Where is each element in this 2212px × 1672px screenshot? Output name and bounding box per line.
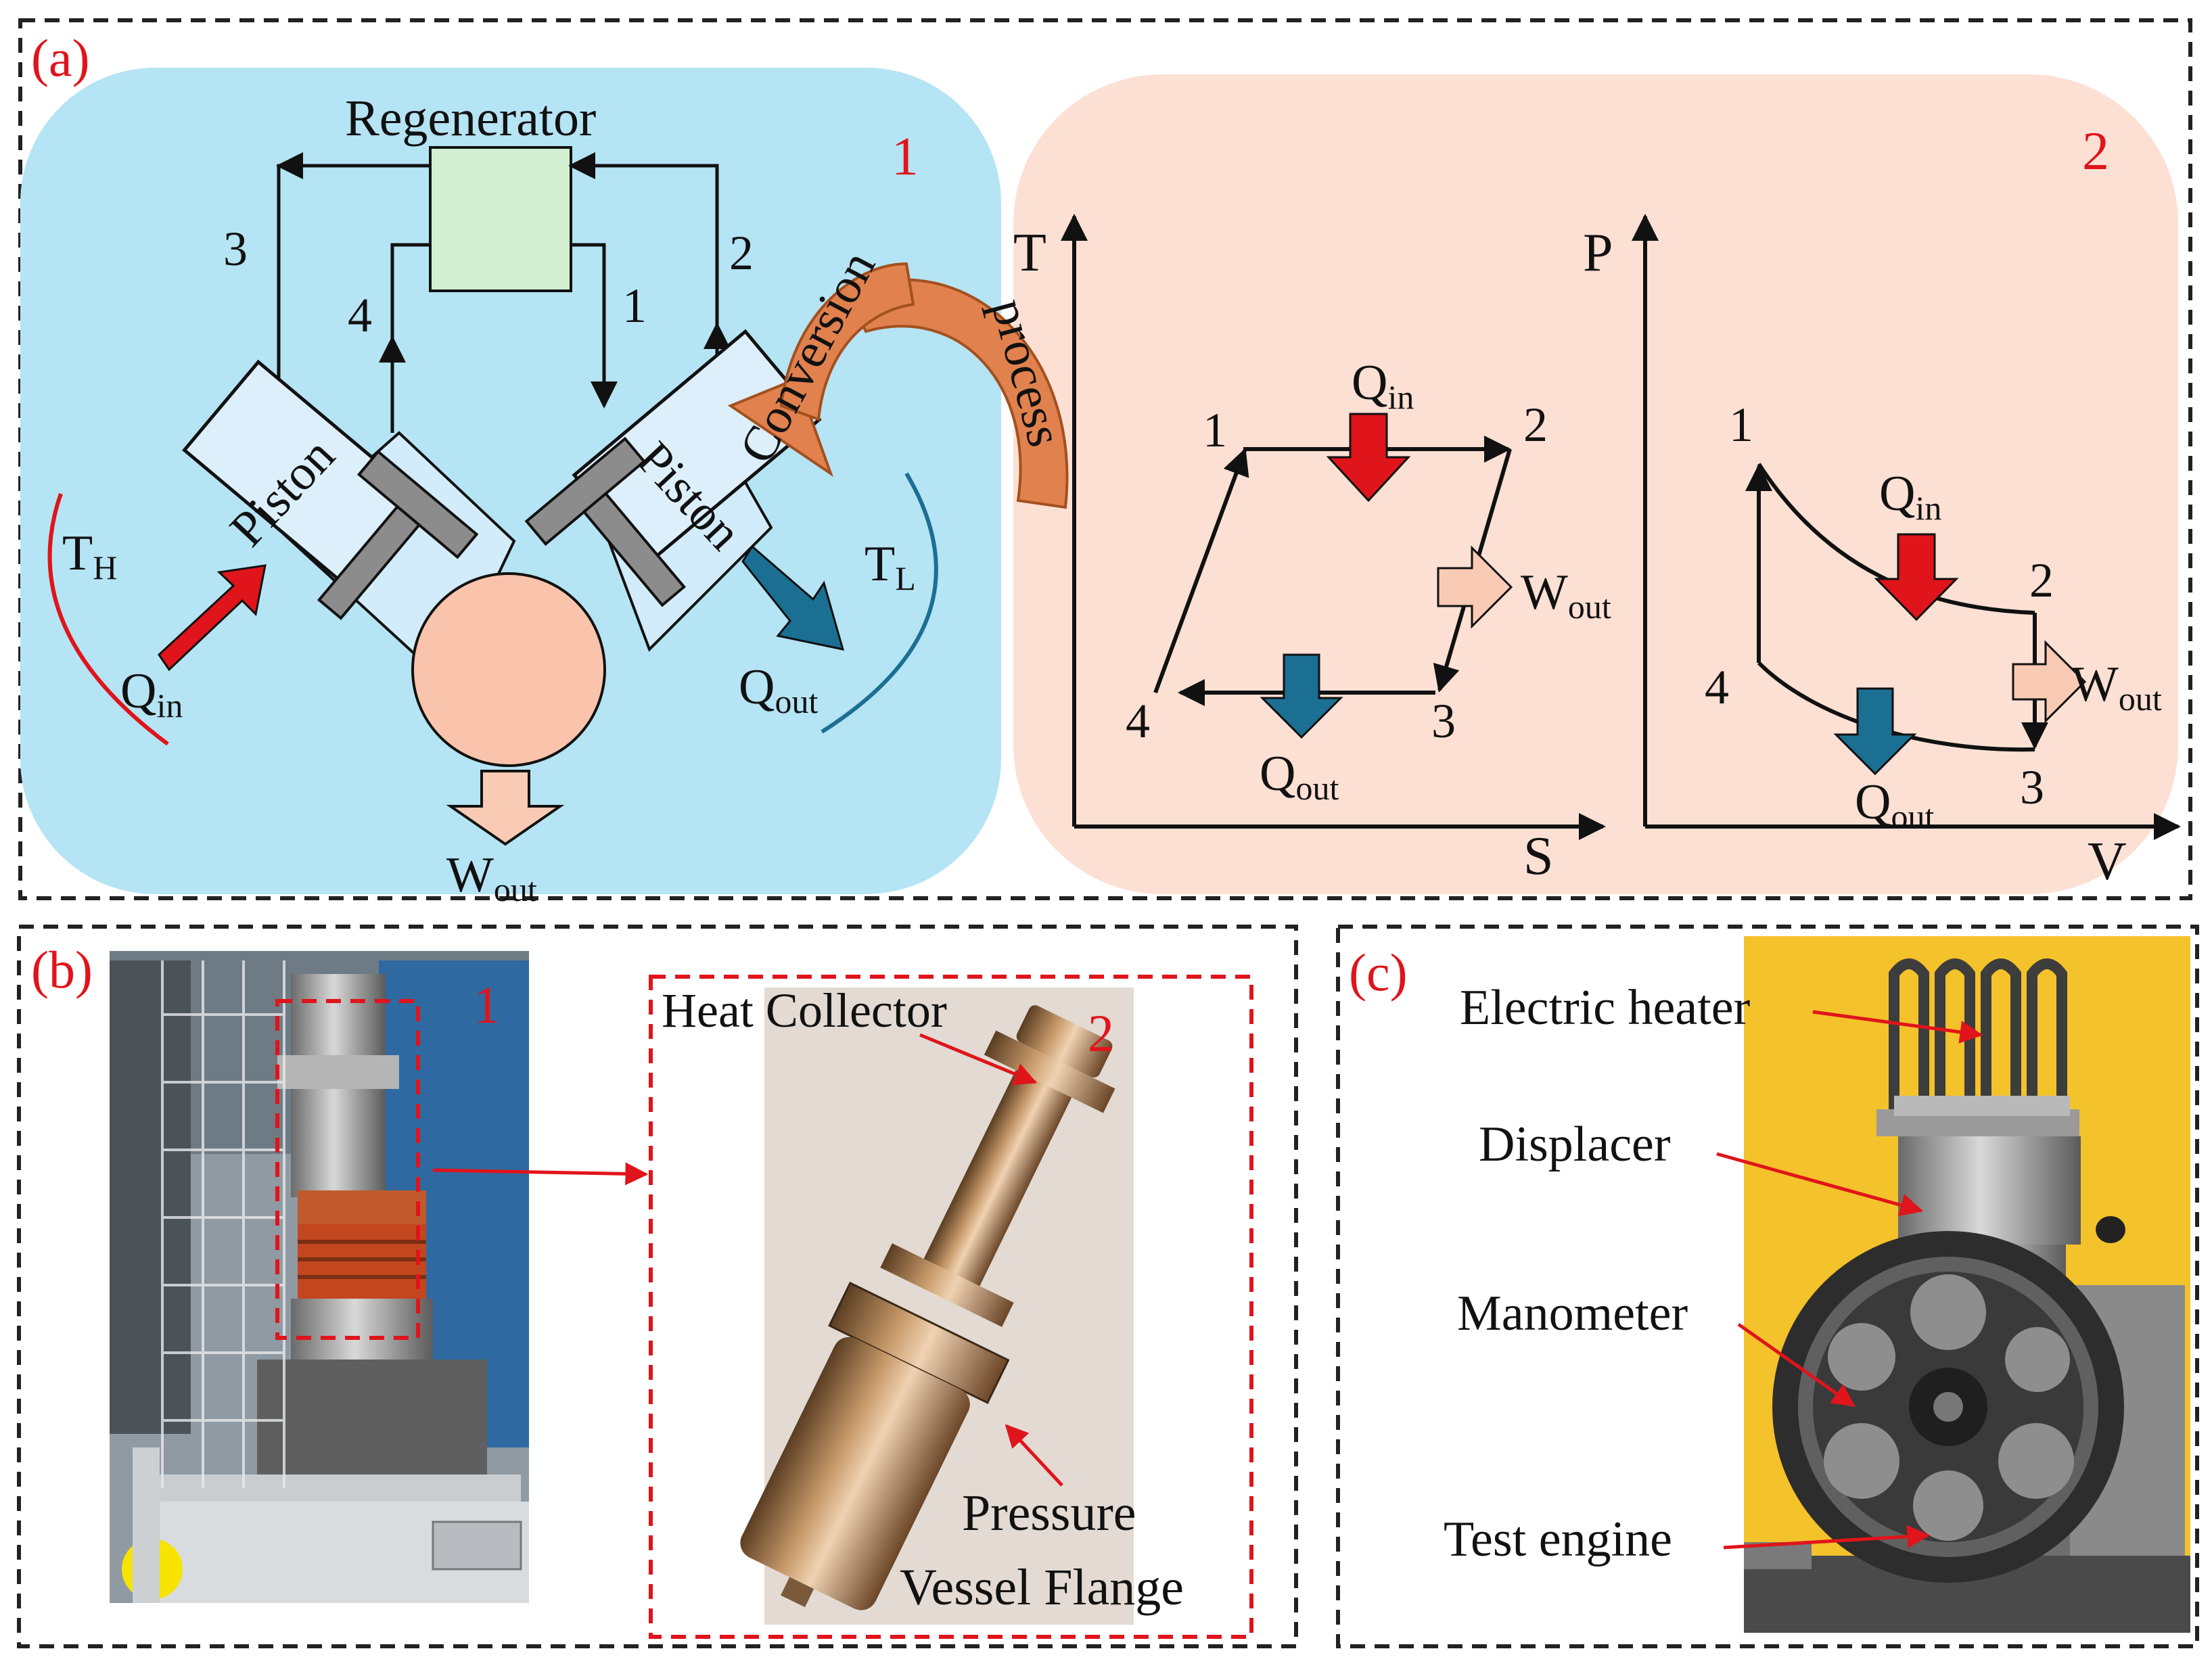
flow-label-3: 3 bbox=[223, 222, 248, 276]
cycle-diagram-background bbox=[1013, 74, 2178, 894]
heat-collector-photo bbox=[740, 988, 1134, 1625]
test-engine-pointer bbox=[1723, 1525, 1931, 1550]
flow-label-1: 1 bbox=[622, 279, 647, 333]
ts-process-4-1 bbox=[1153, 448, 1249, 694]
right-piston-rod bbox=[524, 436, 687, 607]
displacer-label: Displacer bbox=[1479, 1117, 1671, 1172]
conversion-arrowhead bbox=[727, 377, 833, 478]
zoom-box bbox=[649, 975, 1253, 1639]
ts-point-4: 4 bbox=[1126, 694, 1150, 748]
pressure-label-line1: Pressure bbox=[962, 1485, 1136, 1541]
manometer-label: Manometer bbox=[1457, 1286, 1688, 1341]
zoom-arrow bbox=[432, 1162, 649, 1186]
ts-q-out-label: Qout bbox=[1260, 746, 1339, 807]
pv-point-4: 4 bbox=[1705, 660, 1729, 714]
ts-w-out-arrow bbox=[1437, 545, 1513, 629]
q-out-label: Qout bbox=[739, 659, 818, 720]
panel-b-tag: (b) bbox=[31, 940, 93, 999]
pv-y-label: P bbox=[1583, 223, 1613, 283]
panel-a-tag: (a) bbox=[31, 28, 90, 87]
pressure-flange-pointer bbox=[1005, 1424, 1063, 1487]
zoom-number: 2 bbox=[1088, 1004, 1114, 1063]
left-piston-rod bbox=[317, 449, 479, 620]
pv-x-label: V bbox=[2088, 832, 2127, 891]
electric-heater-label: Electric heater bbox=[1460, 980, 1750, 1036]
ts-y-label: T bbox=[1013, 223, 1046, 283]
test-engine-label: Test engine bbox=[1444, 1512, 1672, 1567]
flow-line-1 bbox=[571, 243, 618, 409]
schematic-number: 1 bbox=[892, 127, 919, 187]
heat-collector-label: Heat Collector bbox=[662, 983, 947, 1038]
pv-q-out-arrow bbox=[1833, 687, 1917, 776]
panel-b-frame bbox=[17, 925, 1298, 1648]
panel-c-tag: (c) bbox=[1349, 943, 1408, 1002]
engine-photo bbox=[1744, 936, 2190, 1633]
ts-point-2: 2 bbox=[1523, 398, 1548, 452]
diagram-number: 2 bbox=[2082, 122, 2109, 181]
regenerator-box bbox=[429, 146, 572, 292]
pressure-label-line2: Vessel Flange bbox=[900, 1559, 1184, 1616]
ts-q-out-arrow bbox=[1260, 653, 1343, 739]
q-in-arrow bbox=[158, 564, 267, 672]
pv-q-out-label: Qout bbox=[1855, 774, 1934, 835]
ts-x-label: S bbox=[1523, 827, 1554, 886]
schematic-background bbox=[20, 68, 1001, 894]
cold-reservoir-arc bbox=[821, 472, 938, 734]
w-out-arrow bbox=[446, 770, 565, 846]
displacer-pointer bbox=[1716, 1152, 1924, 1217]
manometer-pointer bbox=[1737, 1322, 1856, 1408]
q-out-arrow bbox=[741, 544, 845, 651]
flow-label-4: 4 bbox=[348, 288, 372, 342]
pv-process-1-2 bbox=[1757, 463, 2035, 615]
test-rig-photo bbox=[110, 951, 529, 1603]
flow-label-2: 2 bbox=[729, 226, 754, 280]
q-in-label: Qin bbox=[120, 664, 183, 724]
rig-highlight-box bbox=[275, 999, 420, 1340]
electric-heater-pointer bbox=[1812, 1010, 1983, 1044]
panel-c: (c) bbox=[1336, 925, 2199, 1648]
conversion-arrow-shaft bbox=[779, 262, 915, 421]
panel-a: (a) 1 2 Regenerator 3 4 1 2 Piston bbox=[18, 18, 2192, 908]
rig-number: 1 bbox=[474, 975, 500, 1034]
pv-point-3: 3 bbox=[2020, 760, 2044, 814]
pv-w-out-label: Wout bbox=[2071, 657, 2162, 718]
flywheel bbox=[411, 572, 606, 767]
hot-reservoir-arc bbox=[47, 493, 169, 746]
panel-b: (b) bbox=[17, 925, 1298, 1648]
pv-q-in-arrow bbox=[1874, 533, 1959, 622]
ts-q-in-label: Qin bbox=[1352, 355, 1414, 416]
t-low-label: TL bbox=[865, 536, 916, 597]
ts-q-in-arrow bbox=[1326, 413, 1411, 503]
ts-point-3: 3 bbox=[1431, 694, 1456, 748]
t-hot-label: TH bbox=[62, 526, 117, 586]
panel-c-frame bbox=[1336, 925, 2199, 1648]
heat-collector-pointer bbox=[919, 1033, 1038, 1086]
pv-point-1: 1 bbox=[1729, 398, 1753, 452]
pv-w-out-arrow bbox=[2012, 640, 2087, 724]
pv-diagram: P V 1 2 3 4 Qin Qout Wout bbox=[1583, 214, 2181, 891]
ts-point-1: 1 bbox=[1203, 403, 1227, 457]
pv-q-in-label: Qin bbox=[1879, 466, 1941, 527]
ts-diagram: T S 1 2 3 4 Qin Qout Wout bbox=[1013, 214, 1611, 886]
regenerator-label: Regenerator bbox=[345, 90, 596, 147]
w-out-label: Wout bbox=[446, 847, 537, 908]
pv-point-2: 2 bbox=[2029, 553, 2054, 607]
ts-w-out-label: Wout bbox=[1521, 565, 1611, 626]
